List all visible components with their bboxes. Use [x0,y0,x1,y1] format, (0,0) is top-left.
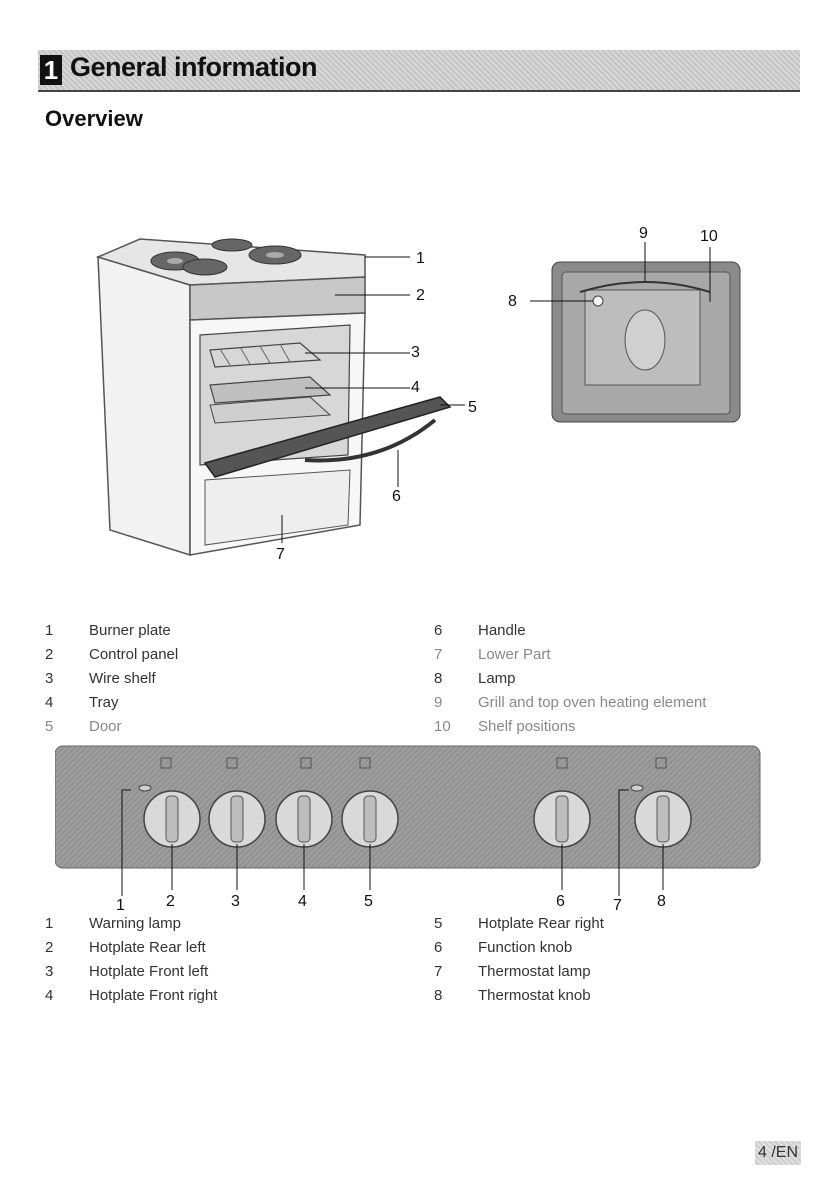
panel-callout-6: 6 [556,893,565,910]
panel-callout-7: 7 [613,897,622,914]
section-header-bar [38,50,800,92]
cavity-callout-9: 9 [639,225,648,242]
knob-thermostat [634,757,692,848]
control-panel-illustration: 1 2 3 4 5 6 7 8 [55,745,761,914]
cavity-callout-10: 10 [700,228,718,245]
oven-cavity-illustration: 8 9 10 [508,225,741,423]
oven-callout-3: 3 [411,344,420,361]
section-number: 1 [40,55,62,85]
oven-illustration: 1 2 3 4 5 6 7 [95,238,477,563]
panel-callout-8: 8 [657,893,666,910]
knob-hotplate-rear-left [143,757,201,848]
panel-callout-3: 3 [231,893,240,910]
cavity-callout-8: 8 [508,293,517,310]
oven-callout-4: 4 [411,379,420,396]
page-number: 4 /EN [755,1141,801,1165]
knob-hotplate-front-right [275,757,333,848]
section-title: General information [70,52,318,82]
panel-callout-5: 5 [364,893,373,910]
overview-heading: Overview [45,106,143,131]
knob-hotplate-rear-right [341,757,399,848]
oven-callout-7: 7 [276,546,285,563]
panel-callout-1: 1 [116,897,125,914]
oven-callout-2: 2 [416,287,425,304]
oven-callout-6: 6 [392,488,401,505]
oven-callout-1: 1 [416,250,425,267]
knob-hotplate-front-left [208,757,266,848]
oven-callout-5: 5 [468,399,477,416]
panel-callout-4: 4 [298,893,307,910]
panel-callout-2: 2 [166,893,175,910]
